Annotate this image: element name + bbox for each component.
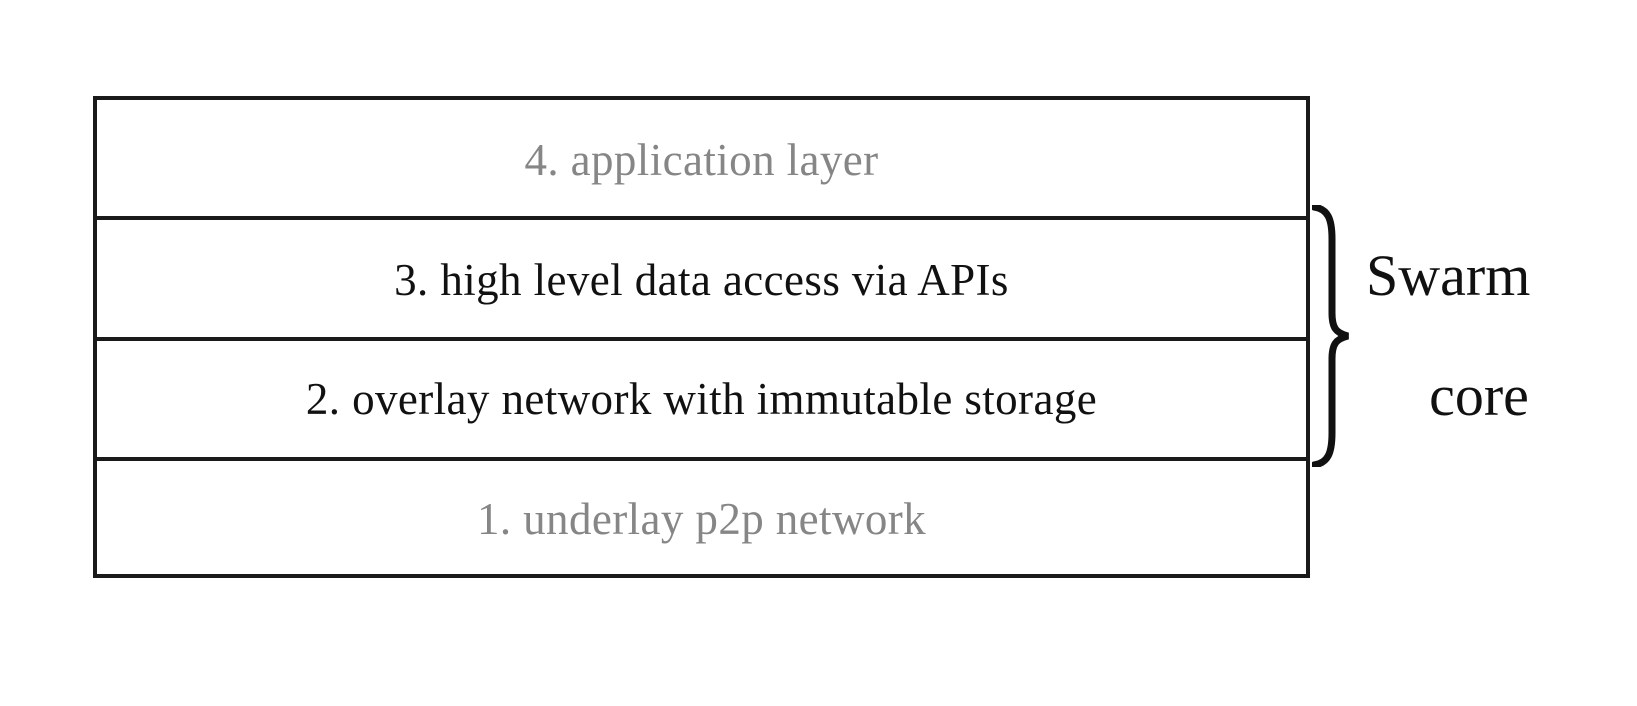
layer-row-application: 4. application layer bbox=[97, 100, 1306, 220]
swarm-core-annotation: Swarm core bbox=[1312, 205, 1612, 467]
layer-label-application: 4. application layer bbox=[524, 134, 879, 185]
swarm-core-label-line-1: Swarm bbox=[1366, 243, 1531, 309]
swarm-core-label: Swarm core bbox=[1356, 187, 1612, 486]
layer-label-underlay-p2p-network: 1. underlay p2p network bbox=[476, 494, 927, 544]
layer-label-high-level-data-access: 3. high level data access via APIs bbox=[394, 254, 1009, 305]
layer-label-overlay-network: 2. overlay network with immutable storag… bbox=[305, 374, 1098, 424]
right-curly-brace-icon bbox=[1312, 205, 1349, 467]
layer-row-overlay-network: 2. overlay network with immutable storag… bbox=[97, 337, 1306, 458]
layer-row-underlay-p2p-network: 1. underlay p2p network bbox=[97, 457, 1306, 578]
layer-stack-box: 4. application layer 3. high level data … bbox=[93, 96, 1310, 578]
swarm-core-label-line-2: core bbox=[1429, 362, 1529, 428]
layer-row-high-level-data-access: 3. high level data access via APIs bbox=[97, 216, 1306, 340]
